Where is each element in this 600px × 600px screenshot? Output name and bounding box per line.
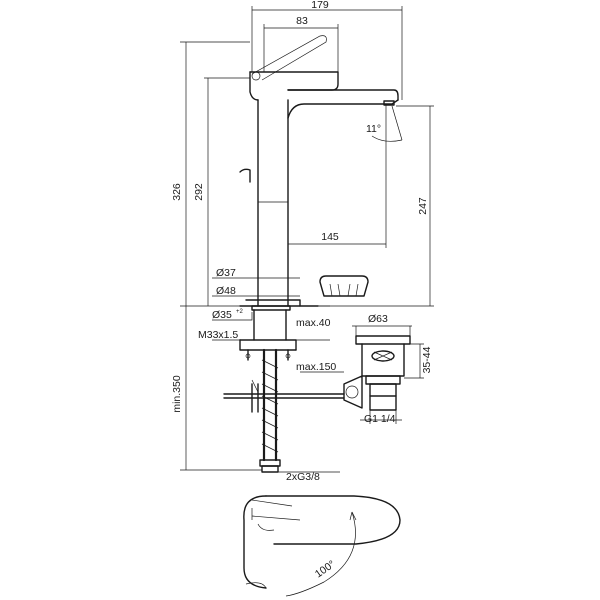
label-lever-rotation: 100° — [313, 558, 338, 580]
label-waste-diameter: Ø63 — [368, 313, 388, 325]
mounting-assembly — [239, 305, 297, 361]
pop-up-rod — [239, 168, 251, 183]
label-max-hose: max.150 — [296, 361, 336, 373]
label-hole-diameter: Ø35 — [212, 309, 232, 321]
label-waste-range: 35-44 — [421, 346, 433, 373]
label-max-deck: max.40 — [296, 317, 331, 329]
waste-side-view — [343, 335, 411, 411]
faucet-body — [239, 35, 399, 307]
waste-plug — [319, 275, 369, 297]
label-total-height: 326 — [171, 183, 183, 201]
pop-up-linkage — [223, 379, 345, 413]
top-view — [243, 495, 401, 597]
label-spout-reach: 145 — [321, 231, 339, 243]
label-clearance-height: 247 — [417, 197, 429, 215]
label-waste-thread: G1 1/4 — [364, 413, 396, 425]
label-spout-angle: 11° — [366, 123, 381, 135]
label-base-diameter-37: Ø37 — [216, 267, 236, 279]
labels: 179 83 326 292 247 145 11° Ø37 Ø48 Ø35 +… — [171, 0, 433, 580]
label-connections: 2xG3/8 — [286, 471, 320, 483]
label-thread: M33x1.5 — [198, 329, 238, 341]
label-hole-tolerance: +2 — [236, 309, 244, 315]
label-lever-reach: 83 — [296, 15, 308, 27]
lever-handle — [251, 35, 327, 81]
label-min-hose: min.350 — [171, 375, 183, 413]
label-spout-height: 292 — [193, 183, 205, 201]
label-base-diameter-48: Ø48 — [216, 285, 236, 297]
rotation-arc — [285, 511, 356, 597]
dimension-lines — [180, 6, 434, 473]
label-total-width: 179 — [311, 0, 329, 11]
supply-hoses — [259, 348, 281, 473]
